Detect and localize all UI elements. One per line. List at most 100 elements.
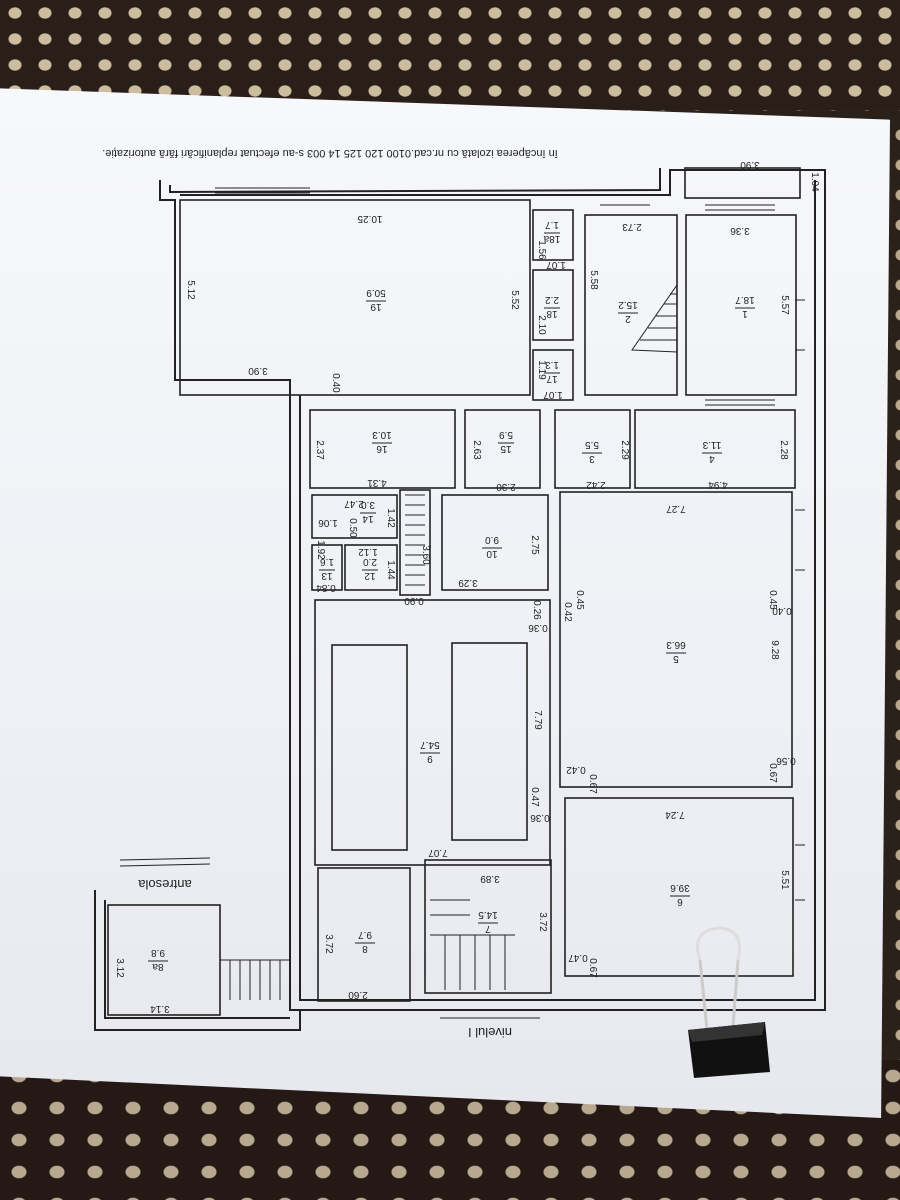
room-18-area: 2.2	[545, 294, 559, 305]
dim-label: 0.42	[562, 602, 573, 622]
room-7-id: 7	[485, 923, 491, 934]
outer-walls	[94, 168, 826, 1031]
room-17-area: 1.3	[545, 359, 559, 370]
room-12-area: 2.0	[363, 556, 377, 567]
dim-label: 0.50	[347, 518, 358, 538]
dim-label: 2.60	[348, 989, 368, 1000]
section-labels: nivelul I antresola	[119, 857, 540, 1040]
room-15-area: 5.9	[499, 429, 513, 440]
room-13-area: 1.6	[320, 556, 334, 567]
room-4-area: 11.3	[702, 439, 721, 450]
room-12-id: 12	[364, 570, 376, 581]
dim-label: 0.42	[566, 764, 586, 775]
room-18-id: 18	[546, 308, 558, 319]
dim-label: 3.12	[114, 958, 125, 978]
room-18a-id: 18a	[543, 233, 560, 244]
dim-label: 1.06	[318, 517, 338, 528]
dim-label: 0.67	[587, 774, 598, 794]
dim-label: 1.04	[809, 172, 820, 192]
dim-label: 1.07	[543, 389, 563, 400]
fabric-top	[0, 0, 900, 110]
room-5-id: 5	[673, 653, 679, 664]
level-label: nivelul I	[468, 1025, 512, 1040]
dim-label: 7.24	[665, 809, 685, 820]
dim-label: 7.79	[532, 710, 543, 730]
dim-label: 0.45	[574, 590, 585, 610]
dim-label: 0.36	[530, 812, 550, 823]
dim-label: 1.92	[315, 540, 326, 560]
dim-label: 9.28	[769, 640, 780, 660]
dim-label: 7.27	[666, 503, 686, 514]
dim-label: 0.67	[587, 958, 598, 978]
dim-label: 7.07	[428, 847, 448, 858]
dim-label: 0.40	[330, 373, 341, 393]
room-8a-area: 9.8	[151, 947, 165, 958]
dim-label: 2.37	[314, 440, 325, 460]
dim-label: 3.14	[150, 1003, 170, 1014]
dim-label: 3.90	[248, 365, 268, 376]
room-10-id: 10	[486, 548, 498, 559]
room-19-area: 50.9	[366, 287, 386, 298]
dim-label: 2.63	[471, 440, 482, 460]
room-8-id: 8	[362, 943, 368, 954]
room-17-id: 17	[546, 373, 558, 384]
dim-label: 1.19	[536, 360, 547, 380]
dim-label: 0.67	[767, 763, 778, 783]
room-2-area: 15.2	[618, 299, 638, 310]
dim-label: 1.44	[385, 560, 396, 580]
dim-label: 2.29	[619, 440, 630, 460]
room-3-area: 5.5	[585, 439, 599, 450]
dim-label: 0.90	[404, 595, 424, 606]
room-10-area: 9.0	[485, 534, 499, 545]
stairs	[220, 283, 678, 1000]
dim-label: 5.58	[588, 270, 599, 290]
dimension-labels: 3.90 1.04 3.36 5.57 2.73 5.58 10.25 5.52…	[114, 159, 820, 1014]
room-13-id: 13	[321, 570, 333, 581]
dim-label: 0.47	[568, 952, 588, 963]
dim-label: 2.73	[622, 221, 642, 232]
room-18a-area: 1.7	[545, 219, 559, 230]
room-8-area: 9.7	[358, 929, 372, 940]
dim-label: 5.57	[779, 295, 790, 315]
windows	[215, 187, 805, 901]
room-14-id: 14	[362, 513, 374, 524]
dim-label: 2.47	[344, 498, 364, 509]
room-4-id: 4	[709, 453, 715, 464]
dim-label: 2.30	[496, 481, 516, 492]
dim-label: 0.36	[528, 622, 548, 633]
dim-label: 5.51	[779, 870, 790, 890]
room-8a-id: 8a	[152, 961, 164, 972]
room-15-id: 15	[500, 443, 512, 454]
dim-label: 5.52	[509, 290, 520, 310]
room-1-id: 1	[742, 308, 748, 319]
dim-label: 0.45	[767, 590, 778, 610]
room-5-area: 66.3	[666, 639, 686, 650]
dim-label: 2.10	[536, 315, 547, 335]
room-6-id: 6	[677, 896, 683, 907]
title-note: în încăperea izolată cu nr.cad.0100 120 …	[102, 147, 559, 159]
dim-label: 1.12	[358, 546, 378, 557]
binder-clip-icon	[688, 926, 770, 1078]
dim-label: 2.75	[529, 535, 540, 555]
room-19-id: 19	[370, 301, 382, 312]
room-16-area: 10.3	[372, 429, 392, 440]
dim-label: 0.26	[531, 600, 542, 620]
room-9-area: 54.7	[420, 739, 440, 750]
dim-label: 3.72	[537, 912, 548, 932]
dim-label: 3.29	[458, 577, 478, 588]
dim-label: 1.42	[385, 508, 396, 528]
dim-label: 4.31	[367, 477, 387, 488]
dim-label: 0.84	[316, 582, 336, 593]
room-2-id: 2	[625, 313, 631, 324]
room-6-area: 39.6	[670, 882, 690, 893]
dim-label: 4.94	[708, 479, 728, 490]
dim-label: 1.07	[546, 259, 566, 270]
dim-label: 3.36	[730, 225, 750, 236]
room-14-area: 3.0	[361, 499, 375, 510]
dim-label: 3.89	[480, 873, 500, 884]
room-16-id: 16	[376, 443, 388, 454]
room-1-area: 18.7	[735, 294, 755, 305]
antresola-label: antresola	[137, 877, 191, 892]
dim-label: 3.60	[420, 545, 431, 565]
dim-label: 2.28	[778, 440, 789, 460]
